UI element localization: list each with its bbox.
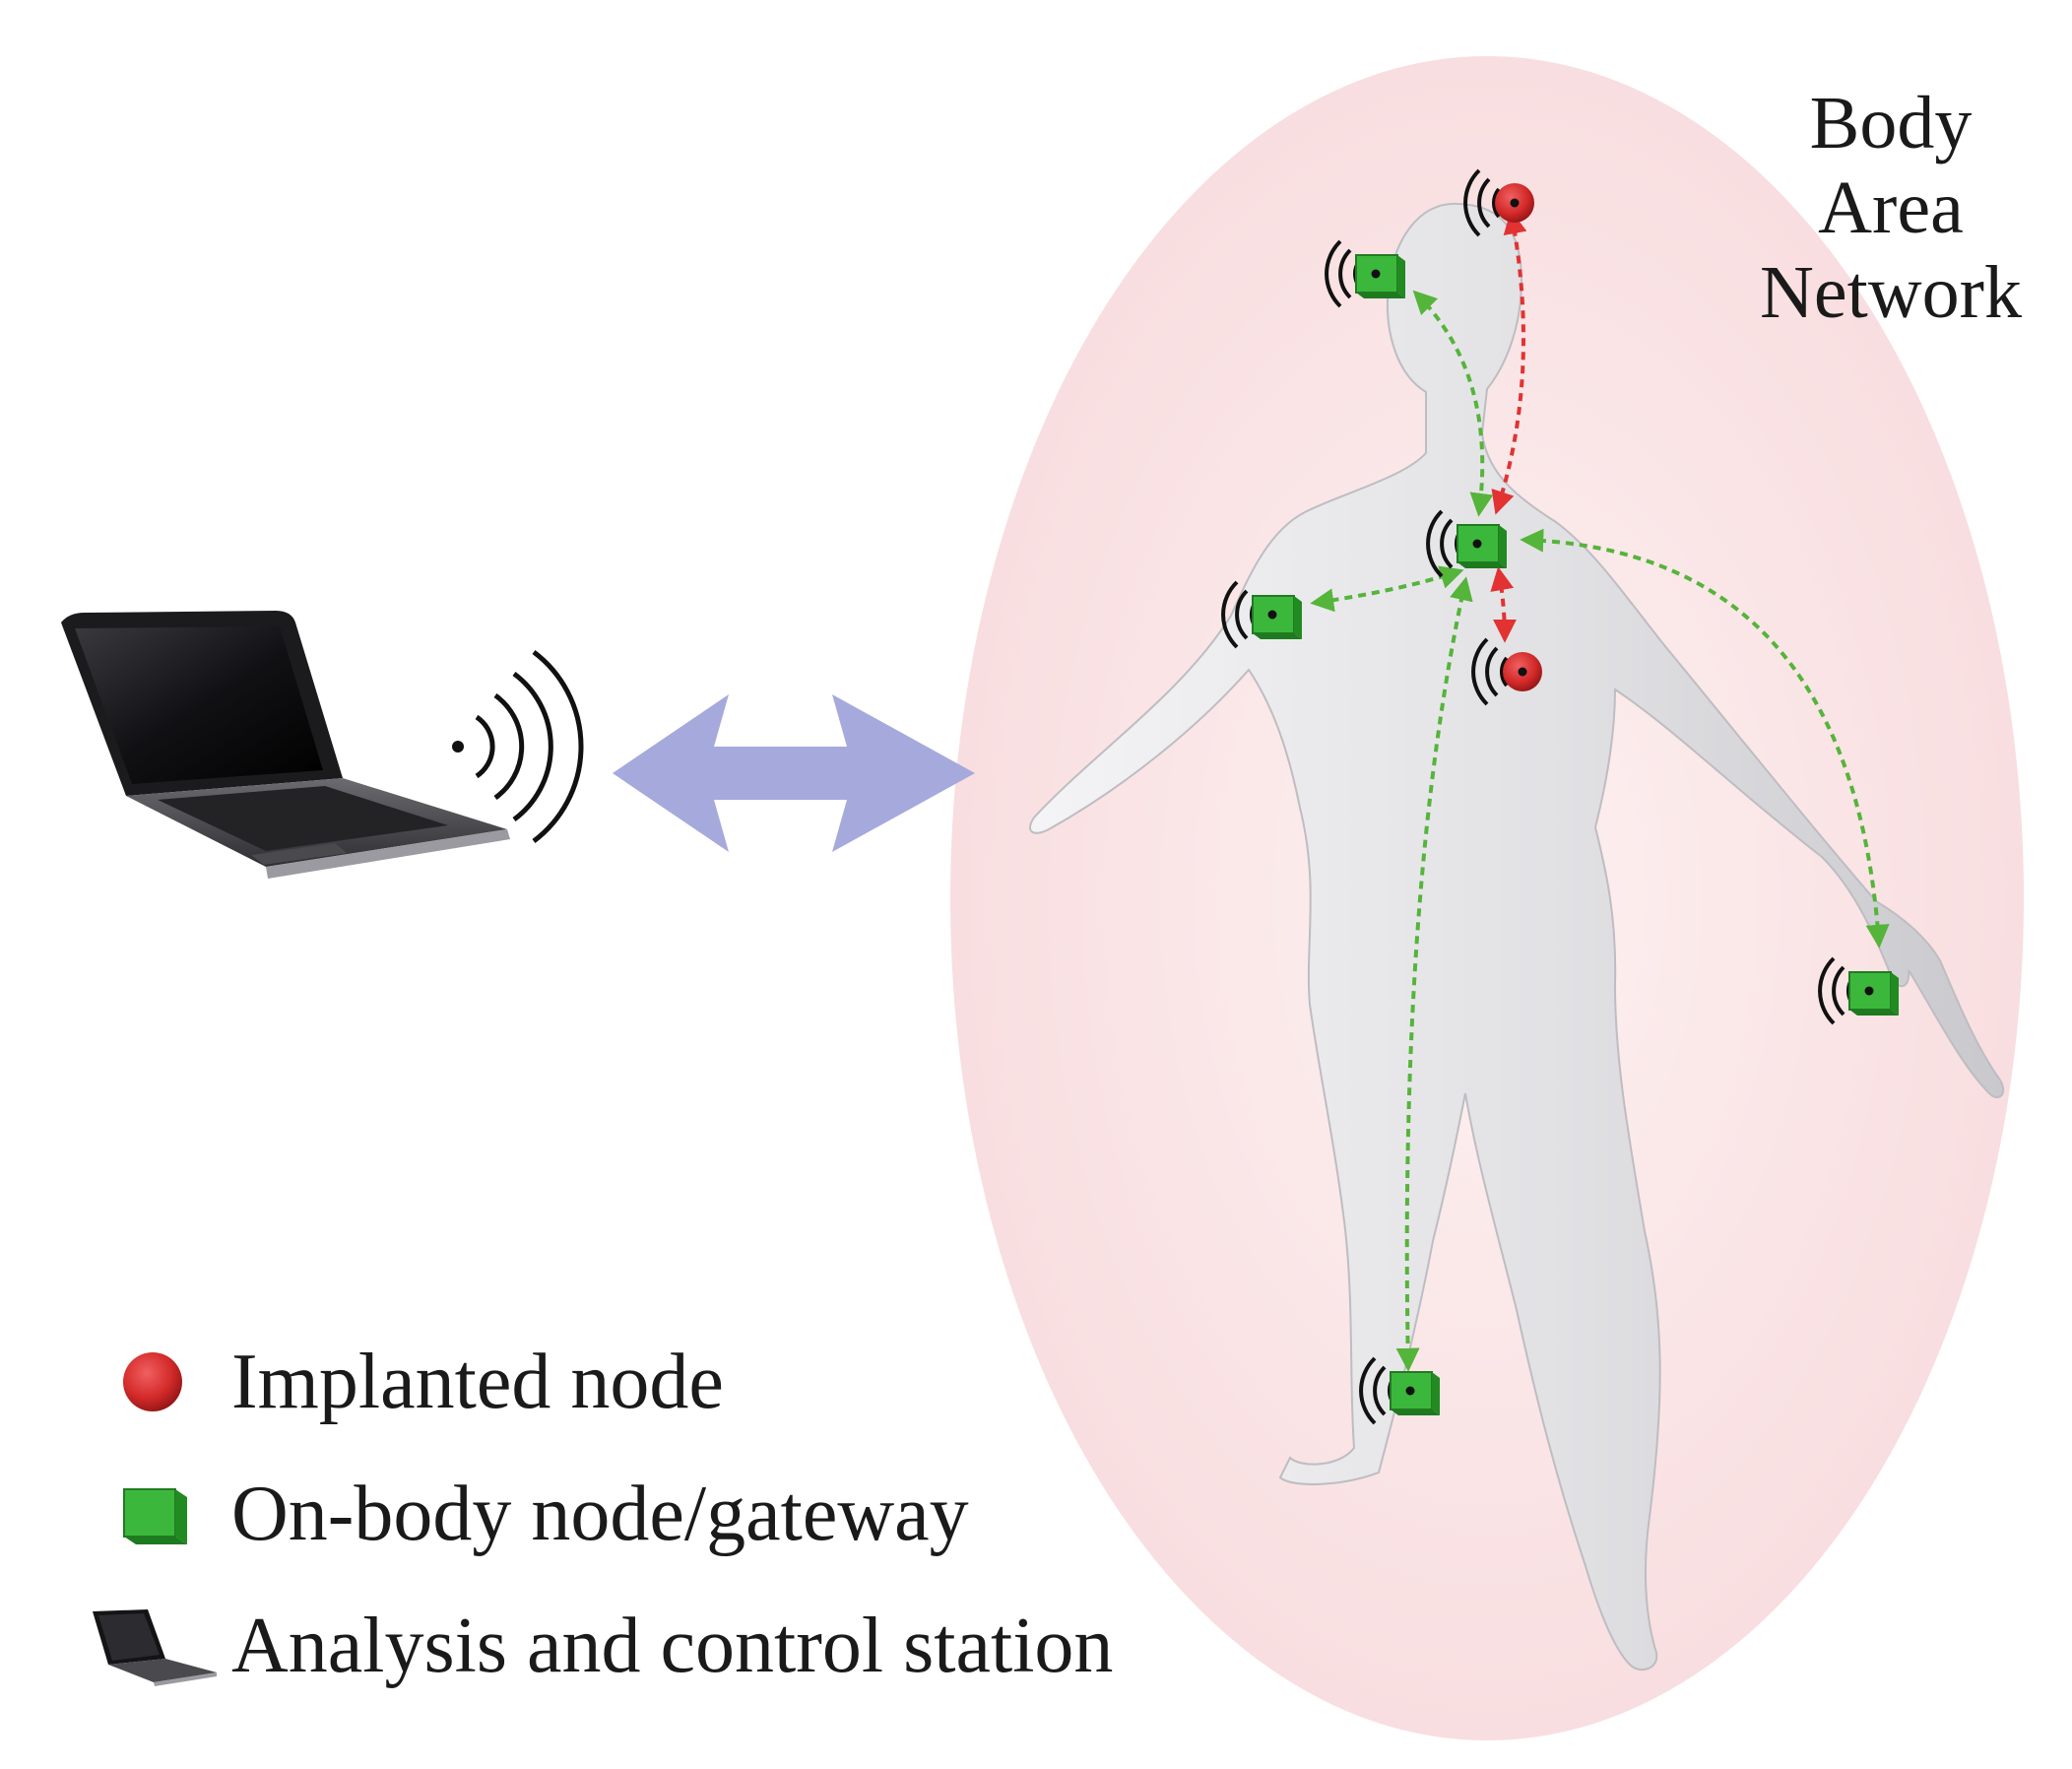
legend-label: Implanted node (231, 1339, 724, 1425)
on-body-links (1310, 290, 1890, 1372)
ban-title-line-3: Network (1760, 251, 2022, 334)
legend-item-implanted: Implanted node (39, 1328, 1221, 1436)
bidirectional-arrow (613, 694, 975, 852)
on-body-node-icon (123, 1488, 187, 1544)
implanted-node-icon (123, 1352, 182, 1411)
legend-item-station: Analysis and control station (39, 1592, 1221, 1700)
ban-title-line-1: Body (1809, 82, 1973, 164)
implant-links (1490, 210, 1527, 643)
ban-title: Body Area Network (1733, 81, 2048, 335)
legend-item-on-body: On-body node/gateway (39, 1460, 1221, 1568)
laptop-icon (61, 611, 510, 879)
legend-label: On-body node/gateway (231, 1471, 969, 1557)
legend-label: Analysis and control station (231, 1603, 1114, 1689)
laptop-icon (93, 1609, 217, 1686)
human-body (1029, 202, 2005, 1671)
wireless-signal-icon (452, 650, 584, 843)
ban-title-line-2: Area (1818, 166, 1964, 249)
